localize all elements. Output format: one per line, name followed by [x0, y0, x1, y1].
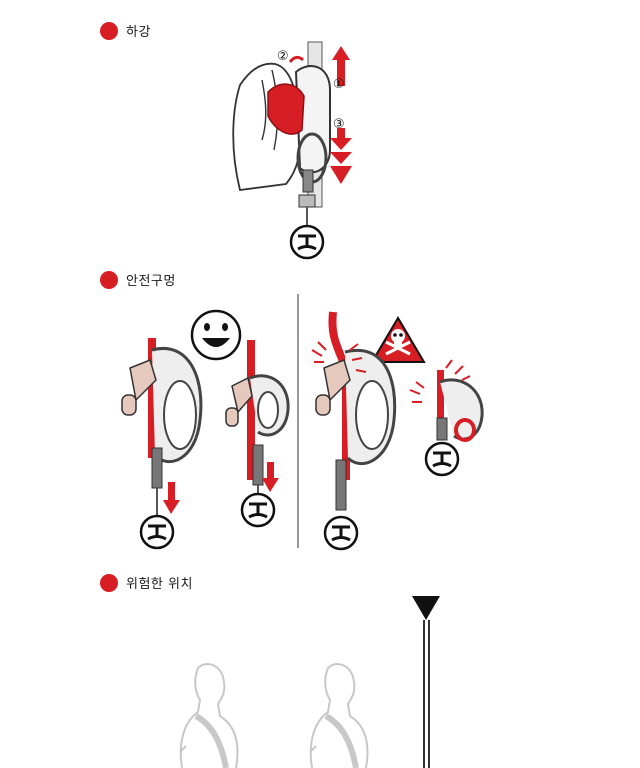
bullet-icon	[100, 21, 118, 40]
harness-icon	[424, 441, 460, 477]
harness-icon	[240, 492, 276, 528]
correct-use-small-device	[225, 340, 290, 528]
smiley-icon	[190, 309, 242, 361]
harness-icon	[289, 224, 325, 260]
arrow-down-icon	[330, 128, 352, 184]
bullet-icon	[100, 573, 118, 592]
section-title: 위험한 위치	[126, 577, 193, 592]
step-1-label: ①	[333, 77, 345, 92]
person-silhouette-1	[179, 663, 239, 768]
bullet-icon	[100, 270, 118, 289]
arrow-down-icon	[262, 462, 279, 492]
section-safety-hole: 안전구멍	[100, 270, 176, 289]
harness-icon	[323, 515, 359, 551]
skull-warning-icon	[370, 316, 426, 363]
arrow-down-icon	[163, 482, 180, 514]
anchor-line	[412, 596, 440, 768]
step-2-label: ②	[277, 49, 289, 64]
person-silhouette-2	[309, 663, 369, 768]
correct-use-large-device	[121, 338, 203, 550]
arrow-up-icon	[332, 46, 350, 86]
section-title: 안전구멍	[126, 274, 176, 289]
section-title: 하강	[126, 25, 151, 40]
section-danger-position: 위험한 위치	[100, 573, 193, 592]
section-descent: 하강	[100, 21, 151, 40]
harness-icon	[139, 514, 175, 550]
incorrect-use-large-device	[311, 311, 397, 551]
incorrect-use-small-device	[409, 359, 484, 477]
descent-illustration: ② ① ③	[232, 41, 352, 260]
step-3-label: ③	[333, 117, 345, 132]
